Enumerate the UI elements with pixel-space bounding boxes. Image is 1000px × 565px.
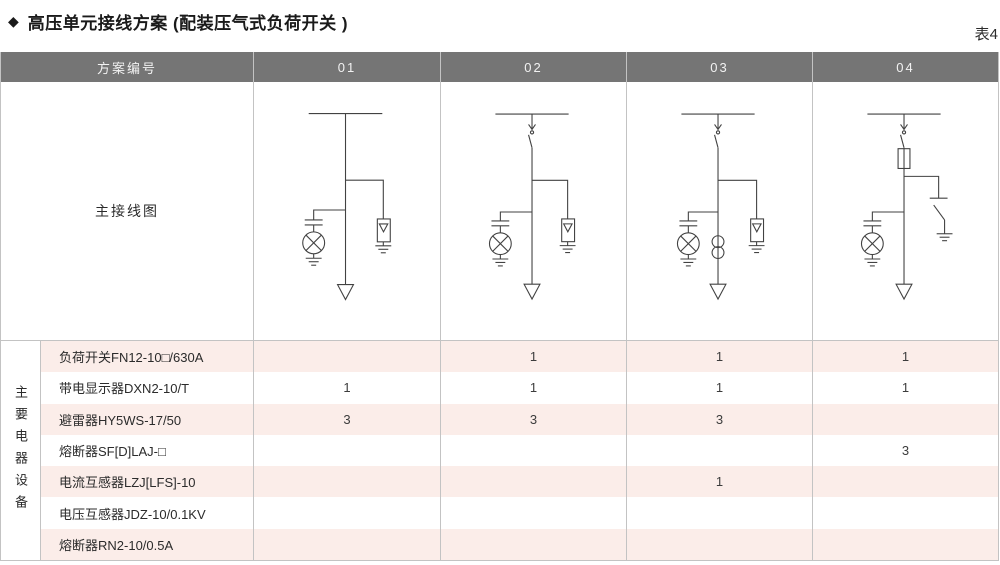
table-row: 带电显示器DXN2-10/T 1 1 1 1 xyxy=(41,372,998,404)
qty-scheme-02: 3 xyxy=(440,403,626,435)
qty-scheme-04: 3 xyxy=(812,434,998,467)
qty-scheme-03: 1 xyxy=(626,466,812,498)
wiring-diagram-03 xyxy=(626,82,812,340)
wiring-scheme-table: 方案编号 01 02 03 04 主接线图 xyxy=(0,52,999,561)
qty-scheme-02 xyxy=(440,434,626,467)
table-row: 电流互感器LZJ[LFS]-10 1 xyxy=(41,466,998,498)
header-scheme-01: 01 xyxy=(253,52,440,82)
qty-scheme-03: 3 xyxy=(626,403,812,435)
equipment-name: 带电显示器DXN2-10/T xyxy=(59,381,190,397)
diamond-icon: ◆ xyxy=(8,13,19,29)
qty-scheme-03 xyxy=(626,528,812,560)
qty-scheme-01 xyxy=(253,341,440,373)
header-scheme-02: 02 xyxy=(440,52,626,82)
header-scheme-number: 方案编号 xyxy=(96,60,157,76)
page-title: ◆ 高压单元接线方案 (配装压气式负荷开关 ) xyxy=(8,9,348,34)
equipment-name: 熔断器SF[D]LAJ-□ xyxy=(59,443,166,459)
table-row: 电压互感器JDZ-10/0.1KV xyxy=(41,497,998,529)
qty-scheme-03: 1 xyxy=(626,372,812,404)
equipment-name: 电流互感器LZJ[LFS]-10 xyxy=(59,475,196,491)
qty-scheme-03: 1 xyxy=(626,341,812,373)
qty-scheme-03 xyxy=(626,497,812,529)
table-header-row: 方案编号 01 02 03 04 xyxy=(1,52,998,82)
one-line-diagram-03-svg xyxy=(676,113,765,301)
qty-scheme-01 xyxy=(253,434,440,467)
table-row: 负荷开关FN12-10□/630A 1 1 1 xyxy=(41,341,998,373)
qty-scheme-01 xyxy=(253,528,440,560)
header-scheme-03: 03 xyxy=(626,52,812,82)
equipment-matrix: 主要电器设备 负荷开关FN12-10□/630A 1 1 1 带电显示器DXN2… xyxy=(1,341,998,560)
qty-scheme-03 xyxy=(626,434,812,467)
equipment-name: 电压互感器JDZ-10/0.1KV xyxy=(59,506,206,522)
qty-scheme-01 xyxy=(253,466,440,498)
table-row: 熔断器RN2-10/0.5A xyxy=(41,528,998,560)
qty-scheme-04 xyxy=(812,466,998,498)
header-scheme-04: 04 xyxy=(812,52,998,82)
qty-scheme-02: 1 xyxy=(440,372,626,404)
page-title-text: 高压单元接线方案 (配装压气式负荷开关 ) xyxy=(27,14,349,33)
qty-scheme-01: 3 xyxy=(253,403,440,435)
one-line-diagram-01-svg xyxy=(302,112,392,301)
main-wiring-diagram-row: 主接线图 xyxy=(1,82,998,341)
wiring-diagram-02 xyxy=(440,82,626,340)
qty-scheme-02 xyxy=(440,497,626,529)
table-number-label: 表4 xyxy=(974,26,998,43)
qty-scheme-04 xyxy=(812,528,998,560)
qty-scheme-02 xyxy=(440,528,626,560)
qty-scheme-04 xyxy=(812,497,998,529)
equipment-name: 避雷器HY5WS-17/50 xyxy=(59,412,182,428)
qty-scheme-01: 1 xyxy=(253,372,440,404)
qty-scheme-02: 1 xyxy=(440,341,626,373)
main-wiring-diagram-label: 主接线图 xyxy=(95,203,159,219)
one-line-diagram-04-svg xyxy=(860,113,953,301)
qty-scheme-04 xyxy=(812,403,998,435)
qty-scheme-02 xyxy=(440,466,626,498)
equipment-rows: 负荷开关FN12-10□/630A 1 1 1 带电显示器DXN2-10/T 1… xyxy=(41,341,998,560)
qty-scheme-04: 1 xyxy=(812,372,998,404)
equipment-name: 熔断器RN2-10/0.5A xyxy=(59,537,174,553)
table-row: 熔断器SF[D]LAJ-□ 3 xyxy=(41,434,998,467)
qty-scheme-01 xyxy=(253,497,440,529)
table-row: 避雷器HY5WS-17/50 3 3 3 xyxy=(41,403,998,435)
wiring-diagram-01 xyxy=(253,82,440,340)
equipment-name: 负荷开关FN12-10□/630A xyxy=(59,350,204,366)
one-line-diagram-02-svg xyxy=(488,113,576,301)
qty-scheme-04: 1 xyxy=(812,341,998,373)
wiring-diagram-04 xyxy=(812,82,998,340)
equipment-group-label: 主要电器设备 xyxy=(13,384,28,517)
equipment-group-cell: 主要电器设备 xyxy=(1,341,41,560)
